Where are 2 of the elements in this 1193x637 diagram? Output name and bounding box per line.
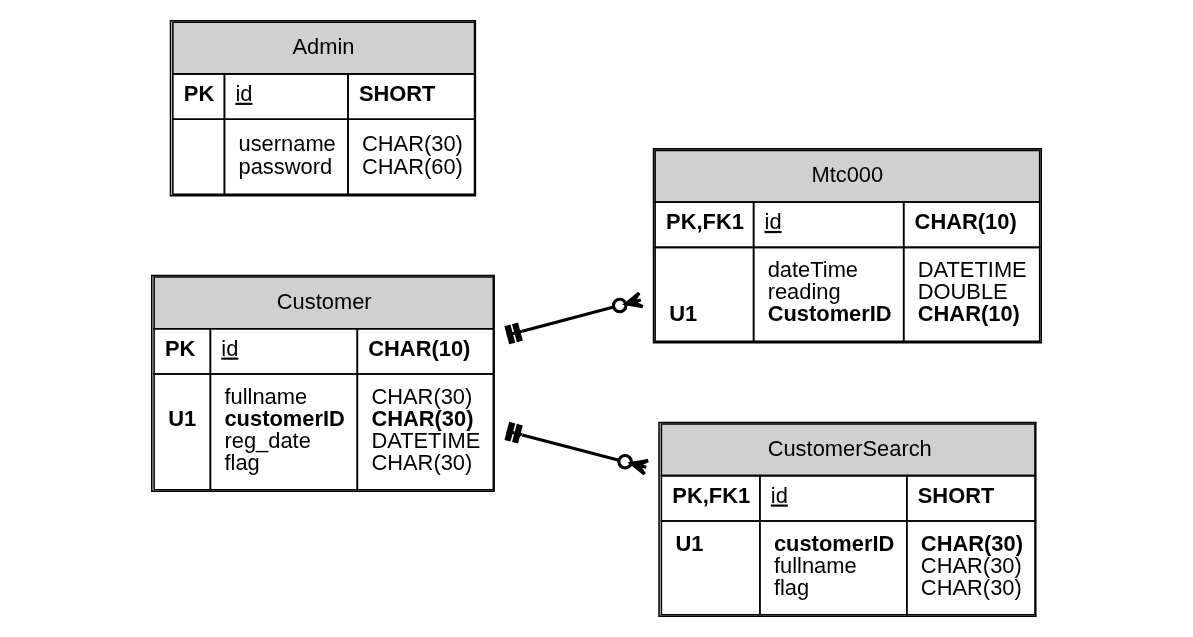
connector	[504, 291, 645, 345]
connector	[504, 421, 650, 476]
